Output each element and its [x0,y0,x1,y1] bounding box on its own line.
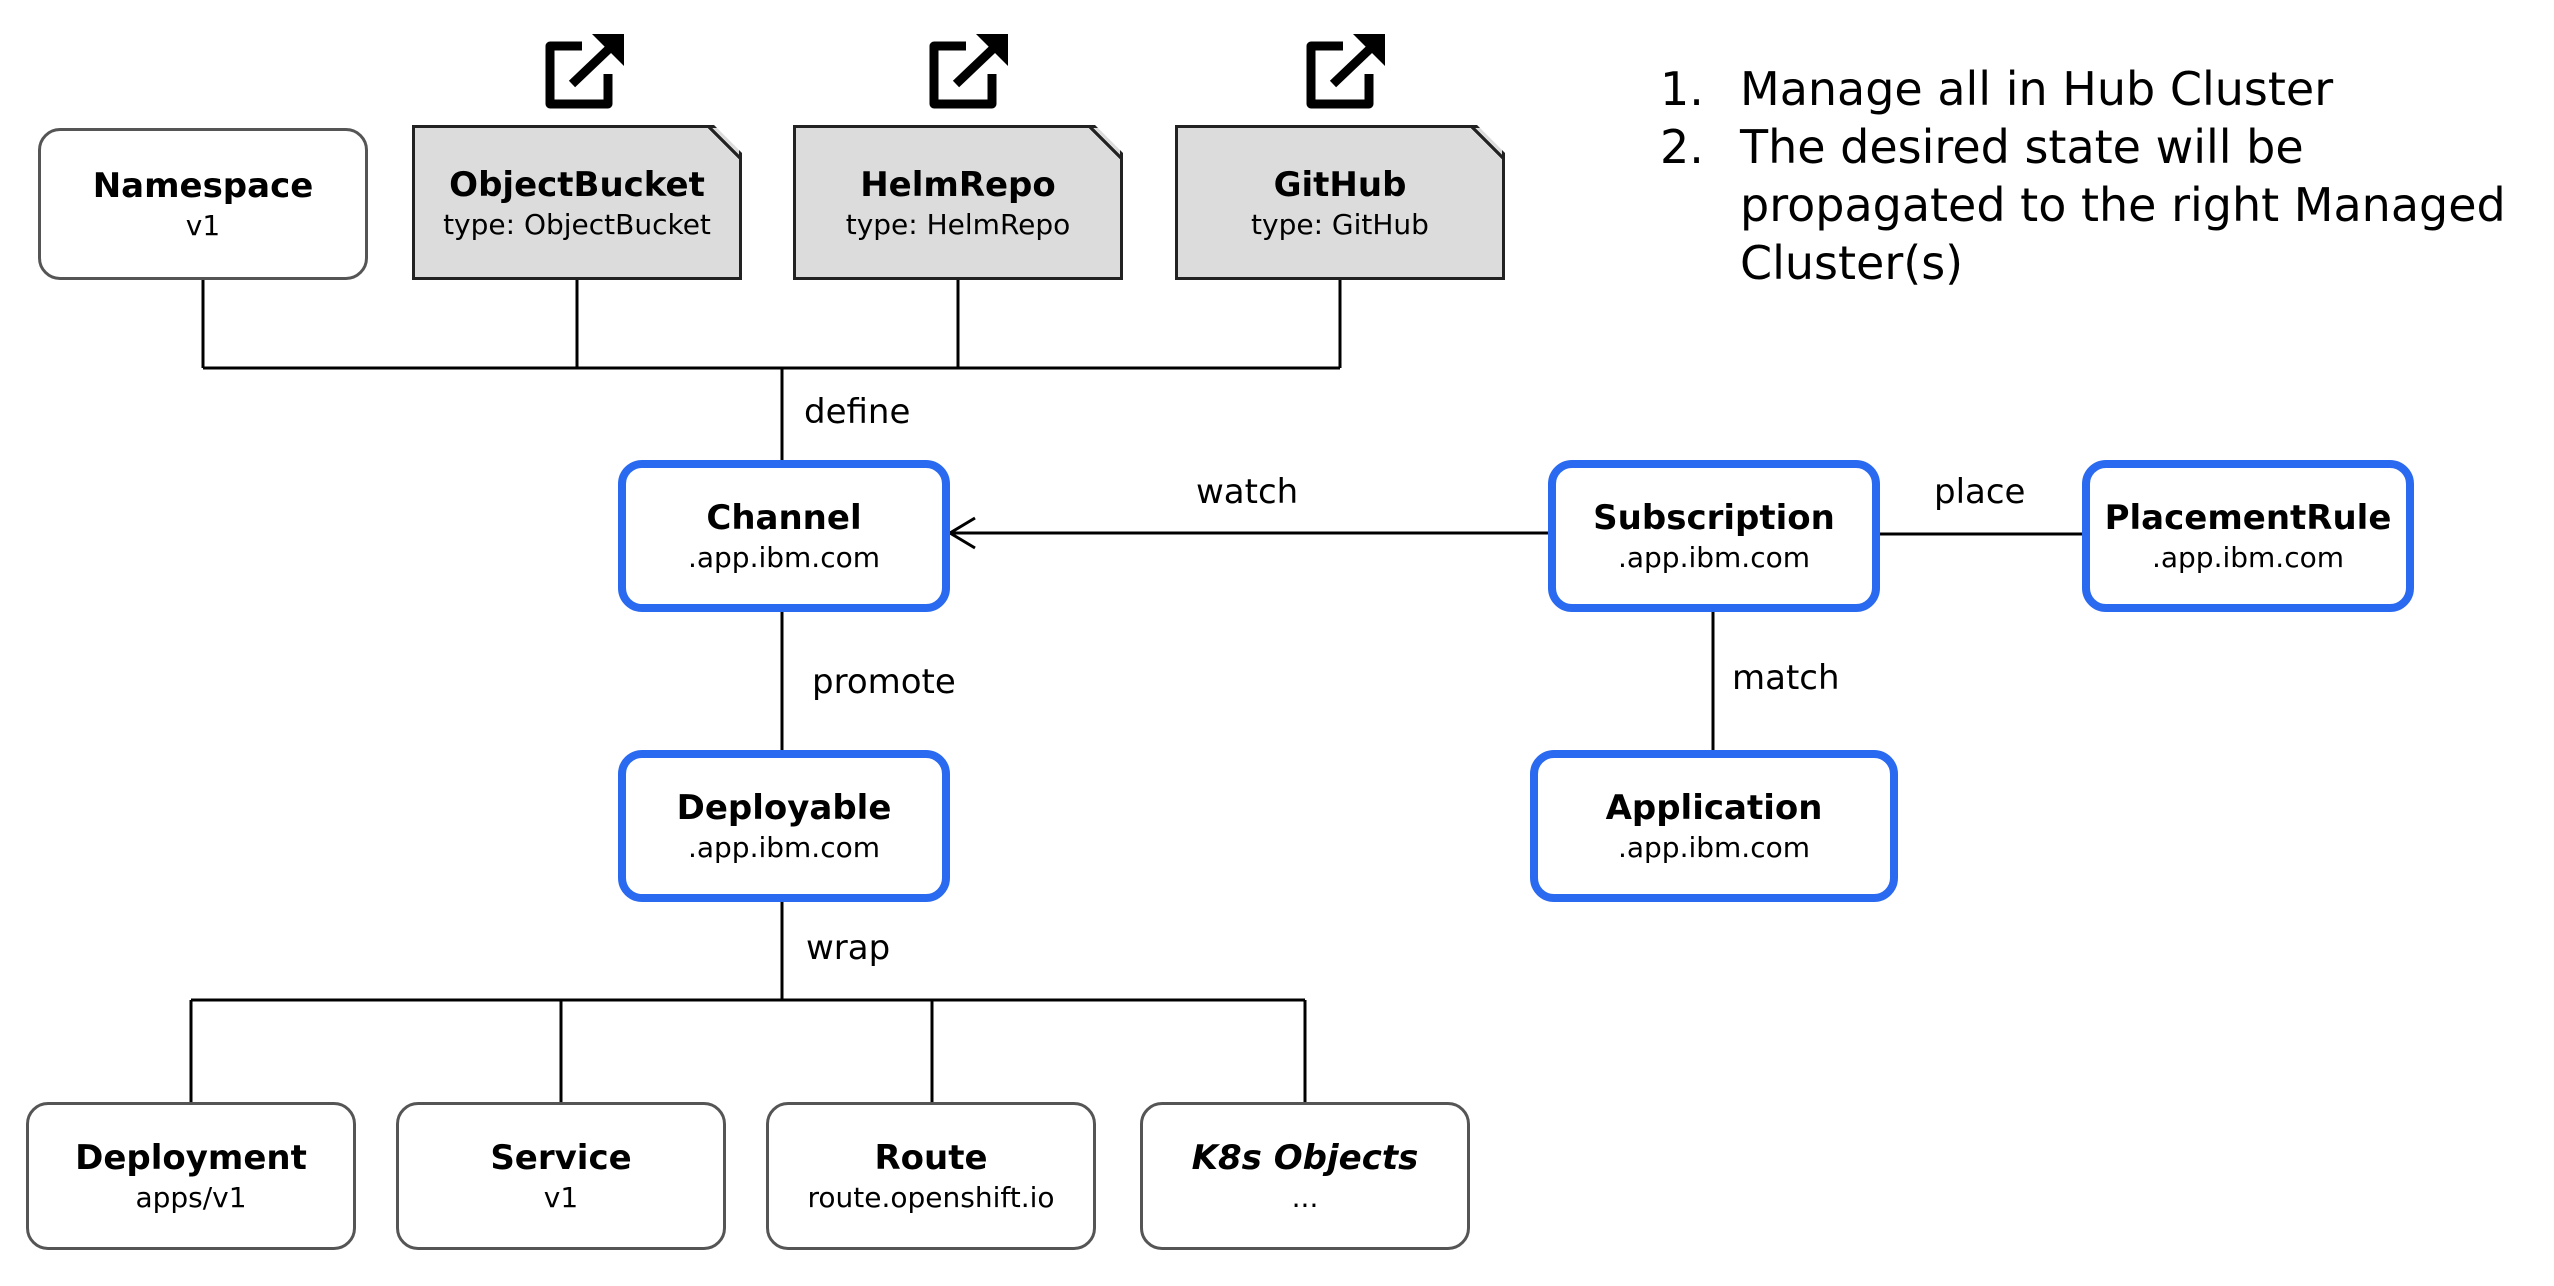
node-title: Channel [706,498,862,538]
node-title: Deployable [676,788,892,828]
node-subtitle: ... [1291,1181,1319,1214]
node-subtitle: type: HelmRepo [845,207,1071,241]
external-link-icon[interactable] [926,32,1016,112]
note-number: 1. [1660,62,1704,116]
node-subtitle: type: ObjectBucket [443,207,711,241]
node-title: ObjectBucket [449,164,705,205]
channel-node: Channel .app.ibm.com [618,460,950,612]
relation-label-watch: watch [1196,472,1299,512]
node-subtitle: apps/v1 [135,1181,247,1214]
relation-label-promote: promote [812,662,956,702]
objectbucket-node[interactable]: ObjectBucket type: ObjectBucket [412,125,742,280]
deployable-node: Deployable .app.ibm.com [618,750,950,902]
list-item: 1. Manage all in Hub Cluster [1660,60,2554,118]
node-title: Subscription [1593,498,1835,538]
node-title: HelmRepo [860,164,1056,205]
namespace-node: Namespace v1 [38,128,368,280]
node-title: PlacementRule [2104,498,2392,538]
node-subtitle: v1 [543,1181,579,1214]
node-subtitle: .app.ibm.com [687,831,881,864]
node-subtitle: route.openshift.io [807,1181,1055,1214]
helmrepo-node[interactable]: HelmRepo type: HelmRepo [793,125,1123,280]
k8sobjects-node: K8s Objects ... [1140,1102,1470,1250]
note-text: Manage all in Hub Cluster [1740,62,2334,116]
node-title: Deployment [75,1138,307,1178]
placementrule-node: PlacementRule .app.ibm.com [2082,460,2414,612]
note-number: 2. [1660,120,1704,174]
node-title: Namespace [92,166,314,206]
service-node: Service v1 [396,1102,726,1250]
external-link-icon[interactable] [542,32,632,112]
list-item: 2. The desired state will be propagated … [1660,118,2554,292]
application-node: Application .app.ibm.com [1530,750,1898,902]
relation-label-define: define [804,392,911,432]
node-subtitle: .app.ibm.com [687,541,881,574]
node-subtitle: .app.ibm.com [1617,541,1811,574]
node-title: Application [1605,788,1823,828]
deployment-node: Deployment apps/v1 [26,1102,356,1250]
route-node: Route route.openshift.io [766,1102,1096,1250]
node-title: Service [490,1138,632,1178]
node-subtitle: .app.ibm.com [2151,541,2345,574]
relation-label-match: match [1732,658,1840,698]
node-subtitle: type: GitHub [1251,207,1429,241]
github-node[interactable]: GitHub type: GitHub [1175,125,1505,280]
node-subtitle: .app.ibm.com [1617,831,1811,864]
node-subtitle: v1 [185,209,221,242]
relation-label-place: place [1934,472,2026,512]
node-title: GitHub [1273,164,1407,205]
subscription-node: Subscription .app.ibm.com [1548,460,1880,612]
notes-list: 1. Manage all in Hub Cluster 2. The desi… [1660,60,2554,292]
external-link-icon[interactable] [1303,32,1393,112]
node-title: K8s Objects [1191,1138,1419,1178]
node-title: Route [874,1138,988,1178]
relation-label-wrap: wrap [806,928,891,968]
note-text: The desired state will be propagated to … [1740,120,2506,290]
